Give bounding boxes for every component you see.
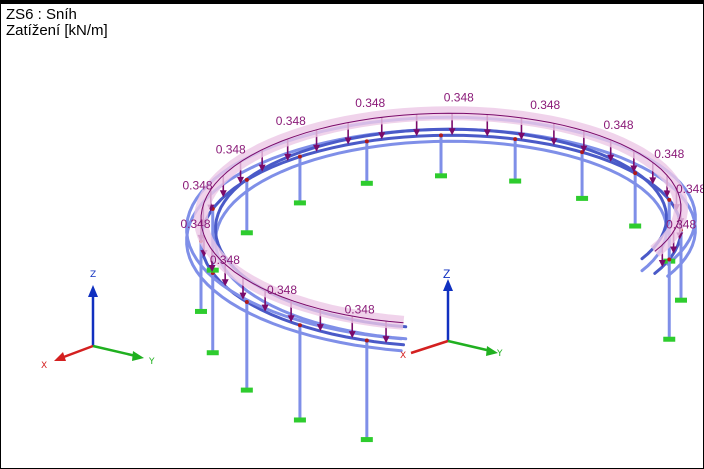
node [244,299,249,304]
support-icon [509,178,522,184]
support-icon [206,350,219,356]
node [364,139,369,144]
support-icon [435,173,447,179]
support-icon [293,417,306,423]
load-value-label: 0.348 [654,147,684,161]
load-arrow-head-icon [630,165,638,173]
load-arrow-head-icon [550,138,558,146]
load-arrow-head-icon [344,137,352,145]
load-arrow-head-icon [221,279,229,287]
support-icon [195,308,207,314]
support-icon [629,223,642,229]
support-icon [576,195,589,201]
load-arrow-head-icon [580,145,588,153]
support-icon [240,387,253,393]
global-axes-triad: Z X Y [41,270,155,371]
z-arrow-icon [88,285,98,297]
load-value-label: 0.348 [276,114,306,128]
y-axis-label: Y [148,357,155,367]
load-arrow-head-icon [219,190,227,198]
load-arrow-head-icon [448,128,456,136]
load-arrow-head-icon [607,154,615,162]
deck-rail [214,139,668,341]
load-value-label: 0.348 [676,182,703,196]
node [667,197,672,202]
local-x-label: X [400,351,406,361]
load-arrow-head-icon [378,132,386,140]
load-case-title: ZS6 : Sníh [6,6,77,23]
load-labels: 0.348 0.348 0.348 0.348 0.348 0.348 0.348 0.348… [181,90,704,316]
load-arrow-head-icon [208,265,216,273]
load-arrow-head-icon [287,315,295,323]
load-arrow-head-icon [348,331,356,339]
node [633,171,638,176]
load-arrow-head-icon [663,190,671,198]
load-value-label: 0.348 [444,90,474,104]
node [297,154,302,159]
load-value-label: 0.348 [355,96,385,110]
node [513,137,518,142]
node [364,338,369,343]
load-arrow-head-icon [483,129,491,137]
x-axis-label: X [41,361,47,371]
support-icon [293,200,306,206]
local-z-label: Z [443,267,450,281]
load-arrow-head-icon [237,176,245,184]
load-arrow-head-icon [313,144,321,152]
support-icon [360,180,373,186]
node [244,177,249,182]
x-arrow-icon [54,352,66,361]
local-y-arrow-icon [486,346,498,356]
node [439,133,443,138]
load-value-label: 0.348 [530,98,560,112]
load-arrow-head-icon [413,129,421,137]
load-value-label: 0.348 [181,217,211,231]
load-arrow-head-icon [261,304,269,312]
load-arrow-head-icon [670,246,678,254]
local-y-label: Y [496,349,503,359]
load-value-label: 0.348 [183,178,213,192]
local-y-axis-line [447,339,492,353]
load-value-label: 0.348 [216,143,246,157]
load-value-label: 0.348 [666,218,696,232]
load-arrow-head-icon [316,324,324,332]
z-axis-label: Z [90,270,96,280]
y-axis-line [92,344,137,358]
viewport-info: ZS6 : Sníh Zatížení [kN/m] [6,7,108,39]
load-arrow-head-icon [649,177,657,185]
load-band-edge [200,112,682,324]
load-value-label: 0.348 [210,253,240,267]
load-arrow-head-icon [258,164,266,172]
node [667,257,672,262]
load-arrow-head-icon [658,259,666,267]
y-arrow-icon [132,351,144,361]
node [297,323,302,328]
load-diagram [194,106,688,344]
load-arrow-head-icon [239,292,247,300]
support-icon [663,336,676,342]
node [580,150,585,155]
local-axes-triad: Z X Y [400,267,503,361]
load-unit-label: Zatížení [kN/m] [6,22,108,39]
support-icon [675,297,687,303]
support-icon [360,437,373,443]
load-arrow-head-icon [382,336,390,344]
local-z-arrow-icon [443,279,453,291]
load-value-label: 0.348 [267,283,297,297]
load-arrow-head-icon [284,153,292,161]
local-x-axis-line [410,339,449,355]
x-axis-line [60,344,94,360]
support-icon [240,230,253,236]
load-value-label: 0.348 [345,303,375,317]
load-value-label: 0.348 [604,118,634,132]
load-arrow-head-icon [517,132,525,140]
